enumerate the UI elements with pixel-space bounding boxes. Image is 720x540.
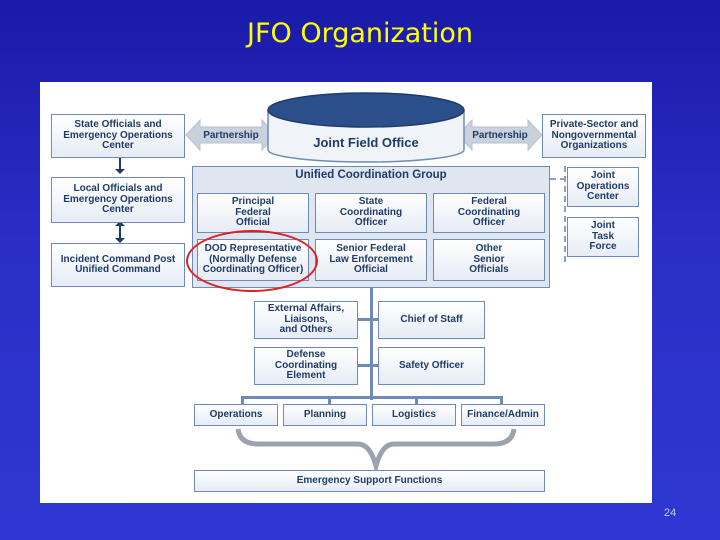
- staff-connector-2: [358, 364, 378, 367]
- dashed-connector-jo: [550, 178, 566, 180]
- incident-command-box: Incident Command Post Unified Command: [51, 243, 185, 287]
- private-sector-box: Private-Sector and Nongovernmental Organ…: [542, 114, 646, 158]
- log-drop: [415, 396, 418, 404]
- state-officials-box: State Officials and Emergency Operations…: [51, 114, 185, 158]
- jfo-org-chart: State Officials and Emergency Operations…: [40, 82, 652, 503]
- joint-task-force-box: Joint Task Force: [567, 217, 639, 257]
- trunk-line: [370, 288, 373, 400]
- chief-of-staff-box: Chief of Staff: [378, 301, 485, 339]
- plan-drop: [328, 396, 331, 404]
- senior-federal-law-enforcement-box: Senior Federal Law Enforcement Official: [315, 239, 427, 281]
- external-affairs-box: External Affairs, Liaisons, and Others: [254, 301, 358, 339]
- local-officials-box: Local Officials and Emergency Operations…: [51, 177, 185, 223]
- dod-highlight-ellipse: [186, 230, 318, 292]
- connector-graphics: [115, 92, 543, 476]
- page-number: 24: [664, 507, 677, 519]
- fin-drop: [500, 396, 503, 404]
- ops-drop: [241, 396, 244, 404]
- ucg-title: Unified Coordination Group: [295, 169, 447, 181]
- defense-coordinating-element-box: Defense Coordinating Element: [254, 347, 358, 385]
- partnership-left-label: Partnership: [203, 129, 259, 141]
- sections-bar-line: [241, 396, 503, 399]
- state-coordinating-officer-box: State Coordinating Officer: [315, 193, 427, 233]
- partnership-right-label: Partnership: [472, 129, 528, 141]
- finance-admin-section-box: Finance/Admin: [461, 404, 545, 426]
- joint-operations-center-box: Joint Operations Center: [567, 167, 639, 207]
- other-senior-officials-box: Other Senior Officials: [433, 239, 545, 281]
- federal-coordinating-officer-box: Federal Coordinating Officer: [433, 193, 545, 233]
- emergency-support-functions-box: Emergency Support Functions: [194, 470, 545, 492]
- logistics-section-box: Logistics: [372, 404, 456, 426]
- slide-title: JFO Organization: [247, 18, 473, 49]
- planning-section-box: Planning: [283, 404, 367, 426]
- principal-federal-official-box: Principal Federal Official: [197, 193, 309, 233]
- staff-connector-1: [358, 318, 378, 321]
- joint-field-office-label: Joint Field Office: [313, 134, 419, 150]
- safety-officer-box: Safety Officer: [378, 347, 485, 385]
- dashed-connector: [564, 166, 566, 262]
- operations-section-box: Operations: [194, 404, 278, 426]
